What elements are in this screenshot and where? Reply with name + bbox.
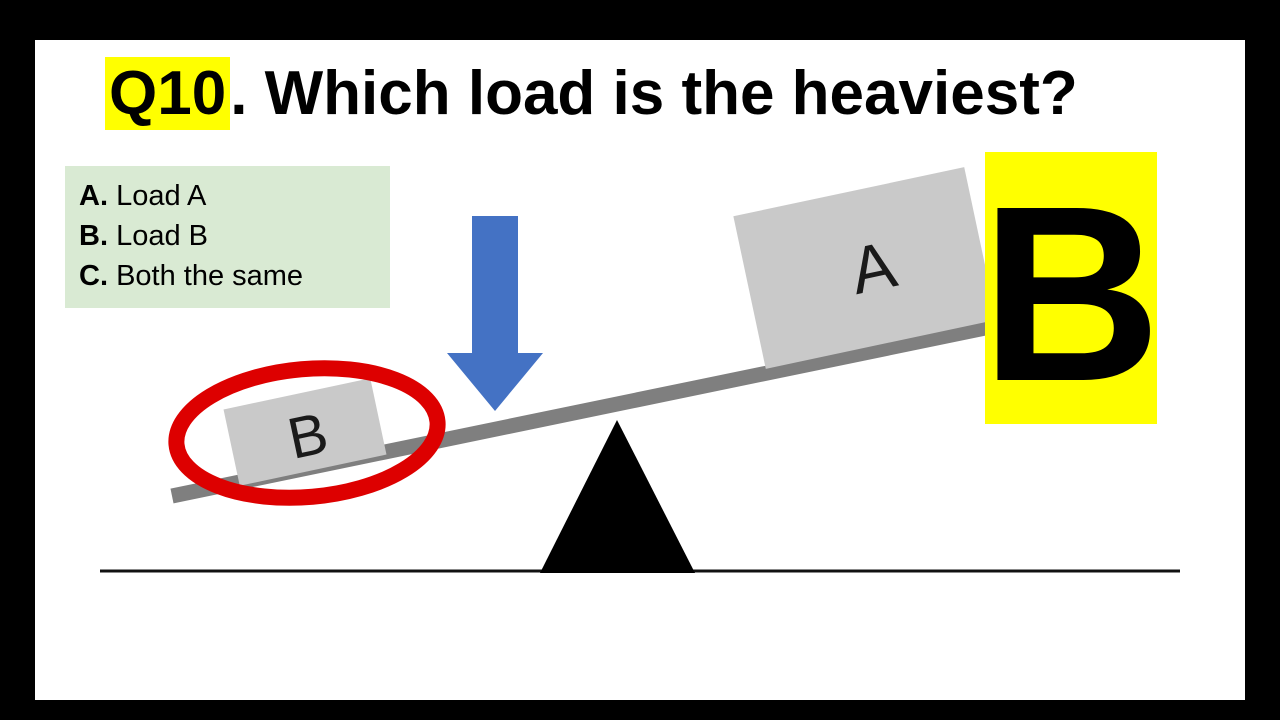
option-c: C. Both the same	[79, 256, 376, 296]
answer-options-box: A. Load A B. Load B C. Both the same	[65, 166, 390, 308]
option-a: A. Load A	[79, 176, 376, 216]
option-c-label: Both the same	[116, 260, 304, 292]
load-a-box	[733, 167, 997, 369]
option-a-letter: A.	[79, 180, 108, 212]
option-b-label: Load B	[116, 220, 208, 252]
down-arrow-icon	[447, 216, 543, 411]
load-b-box	[223, 378, 387, 486]
answer-highlight-box: B	[981, 152, 1161, 424]
question-title: Q10. Which load is the heaviest?	[105, 57, 1078, 130]
answer-letter: B	[980, 154, 1162, 433]
seesaw-diagram: A B	[100, 167, 1180, 573]
option-b: B. Load B	[79, 216, 376, 256]
option-a-label: Load A	[116, 180, 207, 212]
red-circle-annotation	[168, 360, 446, 506]
load-b-group: B	[223, 378, 387, 486]
question-text: . Which load is the heaviest?	[230, 59, 1078, 128]
load-a-group: A	[733, 167, 997, 369]
option-c-letter: C.	[79, 260, 108, 292]
question-number-highlight: Q10	[105, 57, 231, 130]
quiz-slide: Q10. Which load is the heaviest? A. Load…	[35, 40, 1245, 700]
fulcrum-triangle	[540, 420, 695, 573]
option-b-letter: B.	[79, 220, 108, 252]
